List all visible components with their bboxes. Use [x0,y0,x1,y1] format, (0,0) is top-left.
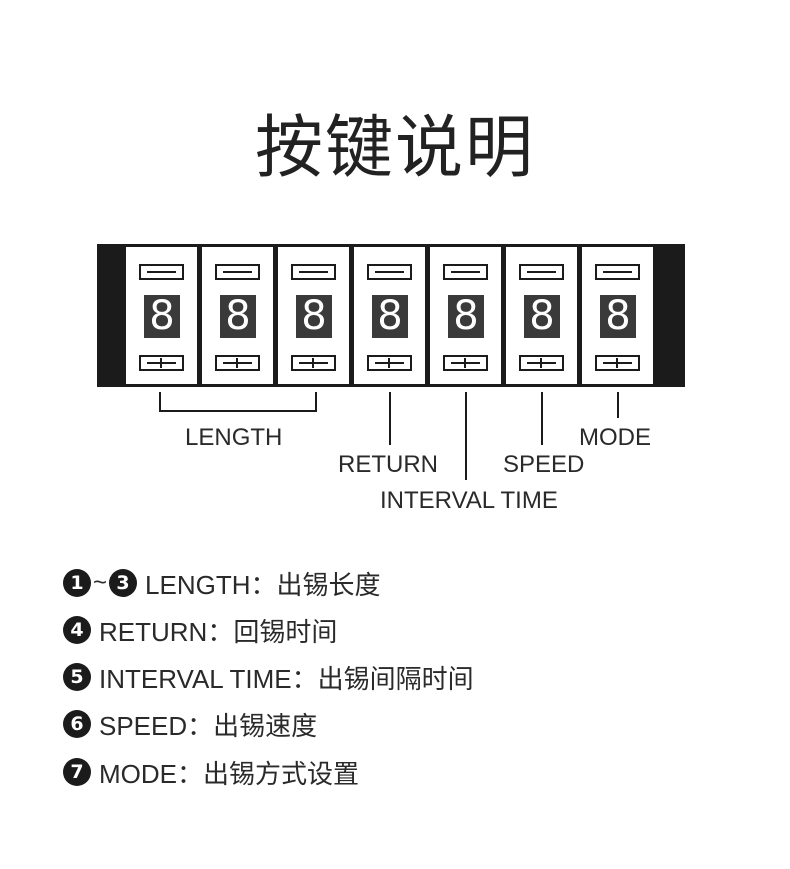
plus-button-1[interactable] [139,355,184,371]
plus-icon-vertical [388,358,390,368]
legend-item-length: 1 ~ 3 LENGTH：出锡长度 [63,566,380,600]
minus-icon [603,271,632,273]
legend-text: RETURN：回锡时间 [99,616,338,647]
unit-5: 8 [429,246,502,385]
minus-button-5[interactable] [443,264,488,280]
plus-icon-vertical [464,358,466,368]
plus-icon-vertical [312,358,314,368]
minus-button-7[interactable] [595,264,640,280]
interval-time-label: INTERVAL TIME [380,487,558,514]
digit-display-2: 8 [220,295,256,338]
minus-button-3[interactable] [291,264,336,280]
plus-button-7[interactable] [595,355,640,371]
minus-button-4[interactable] [367,264,412,280]
minus-icon [527,271,556,273]
speed-label: SPEED [503,451,585,478]
number-badge-5: 5 [63,663,91,691]
control-panel: 8 8 8 8 8 8 8 [97,244,685,387]
plus-icon-vertical [540,358,542,368]
digit-display-5: 8 [448,295,484,338]
digit-display-6: 8 [524,295,560,338]
plus-button-2[interactable] [215,355,260,371]
legend-item-return: 4 RETURN：回锡时间 [63,613,337,647]
digit-display-1: 8 [144,295,180,338]
return-label: RETURN [338,451,438,478]
plus-button-3[interactable] [291,355,336,371]
minus-icon [147,271,176,273]
digit-display-4: 8 [372,295,408,338]
mode-label: MODE [579,424,651,451]
minus-icon [375,271,404,273]
plus-icon-vertical [616,358,618,368]
plus-icon-vertical [160,358,162,368]
unit-3: 8 [277,246,350,385]
number-badge-1: 1 [63,569,91,597]
legend-text: MODE：出锡方式设置 [99,758,360,789]
digit-display-7: 8 [600,295,636,338]
length-bracket [159,392,317,412]
minus-button-2[interactable] [215,264,260,280]
number-badge-6: 6 [63,710,91,738]
minus-button-6[interactable] [519,264,564,280]
legend-item-speed: 6 SPEED：出锡速度 [63,707,317,741]
minus-icon [299,271,328,273]
unit-1: 8 [125,246,198,385]
number-badge-7: 7 [63,758,91,786]
number-badge-4: 4 [63,616,91,644]
digit-display-3: 8 [296,295,332,338]
page-title: 按键说明 [254,109,535,188]
plus-button-5[interactable] [443,355,488,371]
plus-icon-vertical [236,358,238,368]
unit-7: 8 [581,246,654,385]
plus-button-6[interactable] [519,355,564,371]
minus-button-1[interactable] [139,264,184,280]
plus-button-4[interactable] [367,355,412,371]
legend-item-mode: 7 MODE：出锡方式设置 [63,755,359,789]
minus-icon [223,271,252,273]
length-label: LENGTH [185,424,283,451]
legend-text: LENGTH：出锡长度 [145,569,381,600]
unit-6: 8 [505,246,578,385]
legend-item-interval-time: 5 INTERVAL TIME：出锡间隔时间 [63,660,474,694]
legend-text: INTERVAL TIME：出锡间隔时间 [99,663,474,694]
legend-text: SPEED：出锡速度 [99,710,318,741]
number-badge-3: 3 [109,569,138,597]
unit-4: 8 [353,246,426,385]
range-separator: ~ [93,569,108,596]
unit-2: 8 [201,246,274,385]
minus-icon [451,271,480,273]
